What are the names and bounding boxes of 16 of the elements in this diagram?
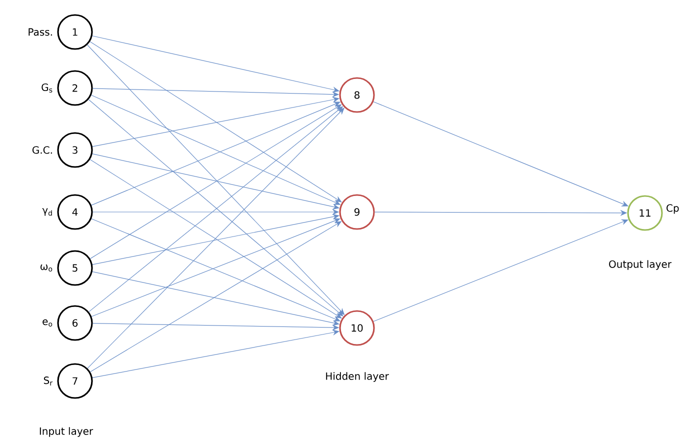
input-symbol: G$_{s}$ [42,83,52,92]
layer-label: Input layer [40,427,94,437]
layer-label: Output layer [609,260,672,270]
input-symbol: e$_{o}$ [42,319,52,327]
connection-arrow [373,219,628,322]
output-symbol: Cp [666,204,679,214]
layer-label: Hidden layer [326,372,389,382]
input-symbol: ω$_{o}$ [40,264,52,272]
input-symbol: G.C. [32,146,52,154]
connection-arrow [90,159,342,318]
connection-arrow [92,330,340,378]
input-symbol: Pass. [28,28,52,36]
input-symbol: γ$_{d}$ [42,208,52,216]
connection-arrow [90,41,342,202]
input-symbol: S$_{r}$ [44,376,52,386]
connection-arrow [87,108,344,369]
